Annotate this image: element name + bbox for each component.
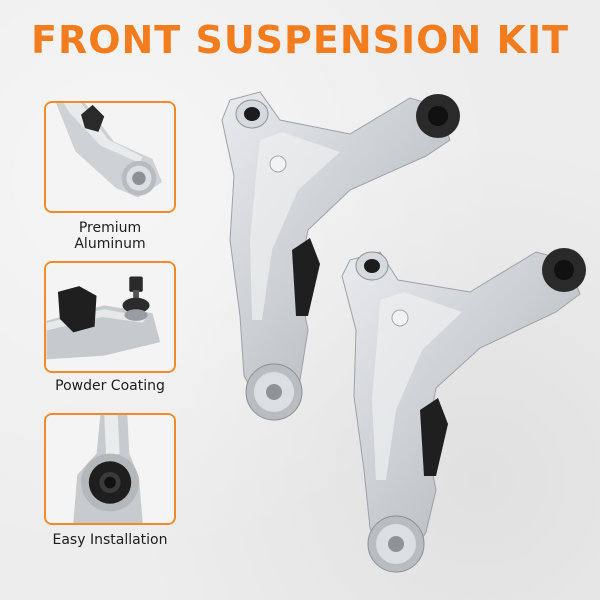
control-arm-right xyxy=(341,248,586,573)
ball-joint-closeup-image xyxy=(46,263,174,371)
control-arms-image xyxy=(221,91,586,573)
page-title: FRONT SUSPENSION KIT xyxy=(30,18,570,62)
feature-label-powder-coating: Powder Coating xyxy=(55,378,165,394)
feature-label-premium-aluminum: Premium Aluminum xyxy=(74,220,146,252)
bushing-closeup-image xyxy=(46,415,174,523)
feature-card-powder-coating xyxy=(44,261,176,373)
product-photo xyxy=(200,80,600,600)
control-arm-left xyxy=(221,91,460,421)
feature-card-premium-aluminum xyxy=(44,101,176,213)
feature-card-easy-installation xyxy=(44,413,176,525)
feature-label-easy-installation: Easy Installation xyxy=(52,532,168,548)
aluminum-arm-closeup-image xyxy=(46,103,174,211)
